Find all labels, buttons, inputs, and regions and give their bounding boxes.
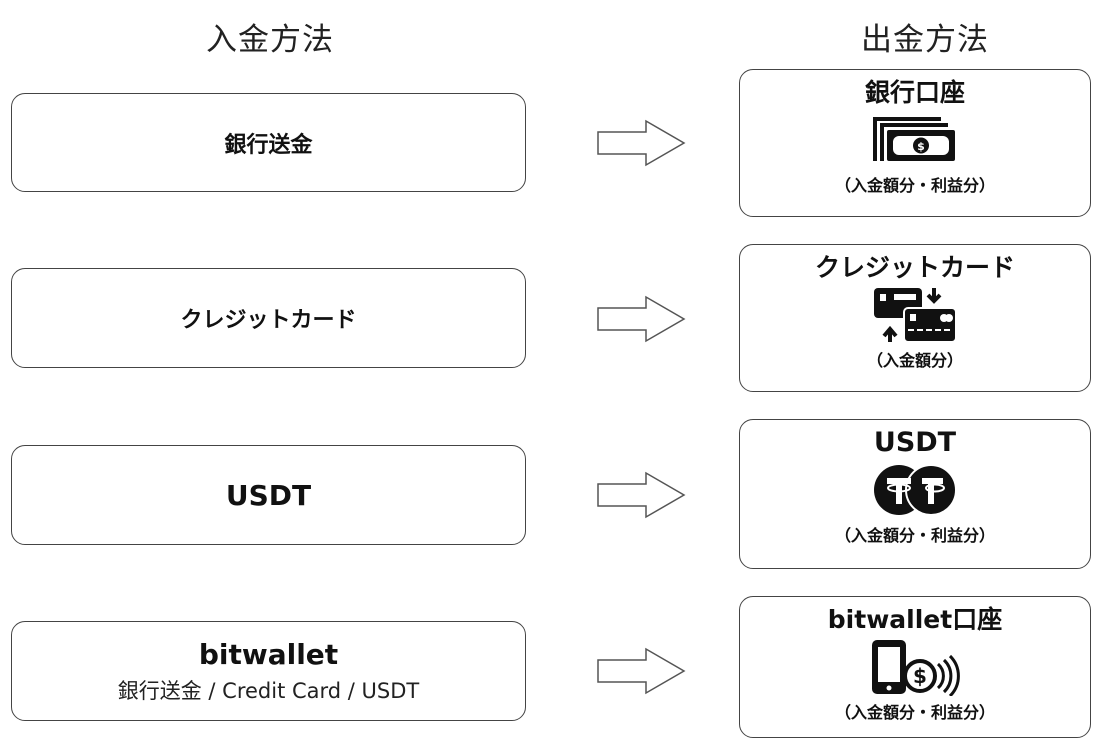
- card-exchange-icon: [870, 287, 960, 343]
- withdraw-box-credit-card: クレジットカード （入金額分）: [739, 244, 1091, 392]
- withdraw-box-bitwallet-account: bitwallet口座 $ （入金額分・利益分）: [739, 596, 1091, 738]
- deposit-box-bank-transfer: 銀行送金: [11, 93, 526, 192]
- right-arrow-icon: [597, 295, 686, 343]
- withdraw-title: bitwallet口座: [827, 605, 1003, 634]
- deposit-methods-header: 入金方法: [206, 22, 334, 58]
- withdraw-note: （入金額分・利益分）: [834, 703, 995, 722]
- withdraw-title: 銀行口座: [864, 78, 965, 107]
- withdraw-title: USDT: [873, 427, 957, 458]
- deposit-label: USDT: [225, 478, 312, 512]
- withdraw-note: （入金額分）: [866, 351, 963, 370]
- deposit-box-credit-card: クレジットカード: [11, 268, 526, 368]
- right-arrow-icon: [597, 119, 686, 167]
- banknote-stack-icon: $: [873, 112, 957, 168]
- right-arrow-icon: [597, 471, 686, 519]
- deposit-box-bitwallet: bitwallet 銀行送金 / Credit Card / USDT: [11, 621, 526, 721]
- svg-text:$: $: [913, 664, 927, 688]
- withdraw-methods-header: 出金方法: [861, 22, 989, 58]
- right-arrow-icon: [597, 647, 686, 695]
- deposit-label: クレジットカード: [180, 308, 357, 333]
- deposit-box-usdt: USDT: [11, 445, 526, 545]
- withdraw-note: （入金額分・利益分）: [834, 176, 995, 195]
- mobile-coin-icon: $: [870, 639, 960, 696]
- deposit-label: 銀行送金: [224, 132, 313, 158]
- withdraw-box-usdt: USDT （入金額分・利益分）: [739, 419, 1091, 569]
- withdraw-box-bank-account: 銀行口座 $ （入金額分・利益分）: [739, 69, 1091, 217]
- svg-text:$: $: [917, 140, 925, 153]
- tether-coin-icon: [873, 462, 957, 518]
- deposit-label: bitwallet: [198, 637, 339, 671]
- withdraw-title: クレジットカード: [814, 253, 1015, 282]
- withdraw-note: （入金額分・利益分）: [834, 526, 995, 545]
- deposit-sublabel: 銀行送金 / Credit Card / USDT: [117, 678, 420, 703]
